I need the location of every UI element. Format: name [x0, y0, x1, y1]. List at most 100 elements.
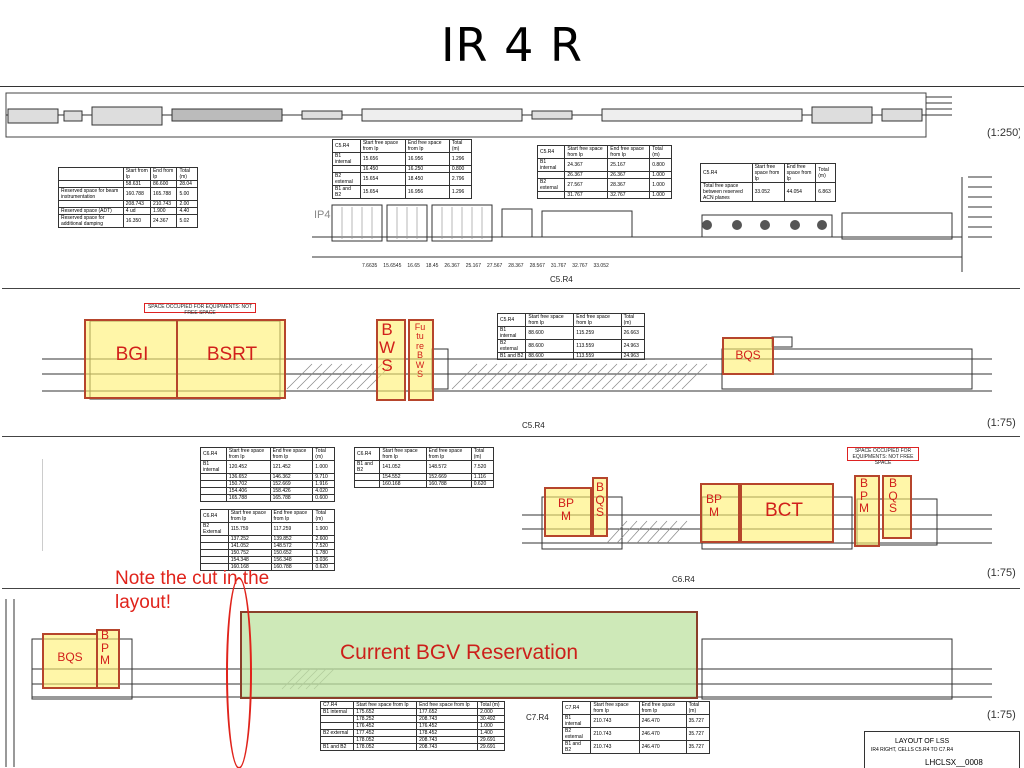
table-cell — [200, 542, 229, 550]
table-cell: 1.000 — [649, 191, 672, 199]
table-cell: 16.956 — [404, 185, 450, 199]
row3-band: SPACE OCCUPIED FOR EQUIPMENTS: NOT FREE … — [2, 437, 1020, 589]
table-cell — [58, 180, 124, 188]
table-cell: Start free space from Ip — [359, 139, 406, 153]
table-cell: 2.000 — [477, 708, 505, 716]
bpm-3-label: B P M — [859, 476, 869, 516]
table-cell — [58, 167, 124, 181]
table-cell: 0.600 — [312, 494, 335, 502]
table-cell: 25.167 — [607, 158, 651, 172]
table-cell — [200, 480, 227, 488]
table-cell — [200, 556, 229, 564]
table-cell: 121.452 — [269, 460, 314, 474]
table-cell: Total (m) — [470, 447, 495, 461]
future-bws-highlight — [408, 319, 434, 401]
table-cell: B2 External — [200, 522, 229, 536]
table-cell: B1 and B2 — [496, 352, 527, 360]
table-cell: Start free space from Ip — [353, 701, 418, 709]
table-cell: C7.R4 — [319, 701, 355, 709]
row1-band: (1:250) IP4 C5.R4 7.6635 15.6545 16.65 1… — [2, 87, 1020, 289]
table-cell: 9.710 — [312, 473, 335, 481]
table-cell: 28.04 — [176, 180, 198, 188]
table-cell: Total (m) — [815, 163, 836, 183]
table-cell: End free space from Ip — [607, 145, 651, 159]
table-cell: 120.452 — [225, 460, 271, 474]
table-cell: End from Ip — [149, 167, 178, 181]
table-cell: 136.652 — [225, 473, 271, 481]
table-cell: C7.R4 — [561, 701, 592, 715]
table-cell: C6.R4 — [353, 447, 381, 461]
table-cell: Start free space from Ip — [227, 509, 272, 523]
table-cell: 1.780 — [312, 549, 335, 557]
table-cell: 1.916 — [312, 480, 335, 488]
table-row: B2 External 115.759 117.259 1.900 — [200, 522, 335, 536]
table-header-row: C5.R4 Start free space from Ip End free … — [700, 163, 836, 183]
bws-label: B W S — [378, 320, 396, 375]
table-cell: 178.052 — [353, 736, 418, 744]
table-cell: 29.691 — [477, 736, 505, 744]
table-cell: 141.052 — [227, 542, 272, 550]
bqs-label: BQS — [735, 348, 761, 362]
table-cell — [353, 473, 381, 481]
bqs-highlight-row4 — [42, 633, 98, 689]
table-row: B2 external 15.654 18.450 2.796 — [332, 172, 473, 186]
layout-cut-note: Note the cut in the layout! — [115, 568, 270, 613]
table-row: 137.252 139.852 2.600 — [200, 535, 335, 543]
table-cell: 208.743 — [416, 743, 479, 751]
table-cell: 32.767 — [607, 191, 651, 199]
table-cell: 6.863 — [815, 182, 836, 202]
table-row: B1 internal 120.452 121.452 1.000 — [200, 460, 335, 474]
table-cell — [200, 549, 229, 557]
table-row: B2 external 27.567 28.367 1.000 — [536, 178, 672, 192]
table-cell: 152.669 — [425, 473, 472, 481]
table-row: 150.752 150.652 1.780 — [200, 549, 335, 557]
table-cell: 16.350 — [122, 214, 151, 228]
table-cell: 26.367 — [564, 171, 609, 179]
table-cell: 4 ud — [122, 207, 151, 215]
title-block-line1: LAYOUT OF LSS — [895, 738, 950, 745]
table-cell: 178.052 — [353, 743, 418, 751]
table-cell: 1.000 — [477, 722, 505, 730]
table-cell: 2.00 — [176, 200, 198, 208]
table-row: B1 and B2 88.600 113.559 24.963 — [496, 352, 646, 360]
table-cell: 246.470 — [638, 714, 687, 728]
bpm-1-label: BP M — [557, 496, 574, 523]
table-cell: 44.054 — [783, 182, 817, 202]
table-cell: 176.452 — [353, 722, 418, 730]
table-cell: 115.259 — [573, 326, 622, 340]
table-cell: 24.367 — [564, 158, 609, 172]
table-c6r4-b2-external: C6.R4 Start free space from Ip End free … — [200, 509, 335, 571]
table-row: B1 internal 88.600 115.259 26.663 — [496, 326, 646, 340]
bws-highlight — [376, 319, 406, 401]
table-cell — [353, 480, 381, 488]
table-cell: 1.900 — [149, 207, 178, 215]
table-cell: 4.020 — [312, 487, 335, 495]
table-cell — [536, 191, 566, 199]
table-cell — [200, 494, 227, 502]
scale-label-row4: (1:75) — [987, 709, 1016, 721]
table-cell: 150.652 — [270, 549, 314, 557]
table-cell: Start from Ip — [122, 167, 151, 181]
table-cell — [200, 473, 227, 481]
table-cell: Start free space from Ip — [590, 701, 640, 715]
table-cell: 35.727 — [685, 740, 711, 754]
table-cell: 27.567 — [564, 178, 609, 192]
table-cell: B1 and B2 — [561, 740, 592, 754]
table-header-row: C5.R4 Start free space from Ip End free … — [332, 139, 473, 153]
table-cell: 15.656 — [359, 152, 406, 166]
table-cell: End free space from Ip — [783, 163, 817, 183]
table-c5r4-free-spaces: C5.R4 Start free space from Ip End free … — [496, 313, 646, 360]
row2-cell-label: C5.R4 — [522, 421, 545, 430]
table-row: B1 internal 210.743 246.470 35.727 — [561, 714, 711, 728]
scale-label-row2: (1:75) — [987, 417, 1016, 429]
row3-spec-list — [42, 459, 182, 551]
table-row: 160.168 160.788 0.620 — [200, 563, 335, 571]
table-row: 154.406 158.426 4.020 — [200, 487, 335, 495]
ip4-label: IP4 — [314, 209, 331, 221]
table-row: 150.702 152.669 1.916 — [200, 480, 335, 488]
cut-marker-ellipse — [226, 577, 252, 768]
table-cell: B2 external — [496, 339, 527, 353]
table-header-row: C7.R4 Start free space from Ip End free … — [561, 701, 711, 715]
table-cell: 150.702 — [225, 480, 271, 488]
table-cell: 208.743 — [416, 715, 479, 723]
